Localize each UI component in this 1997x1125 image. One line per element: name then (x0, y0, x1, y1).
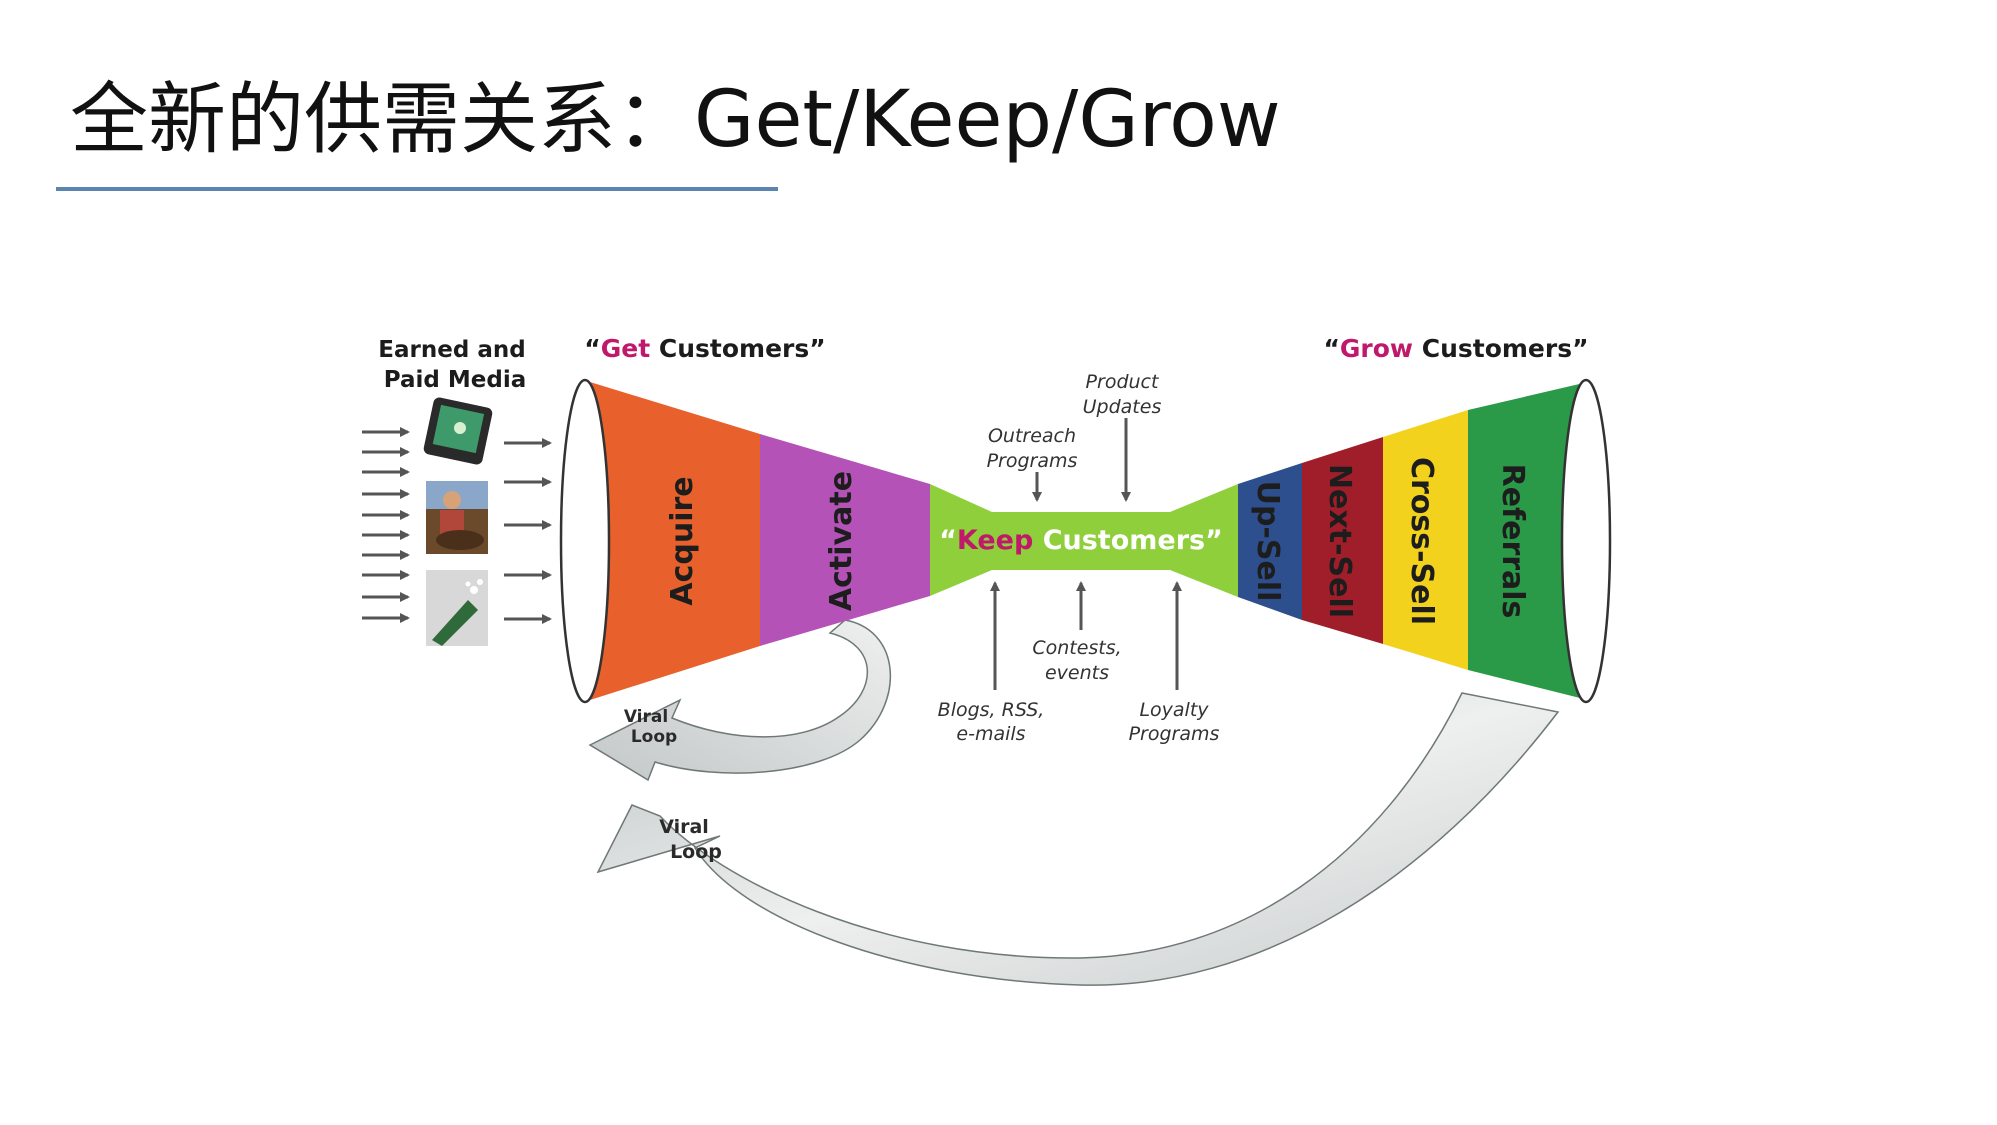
outreach-programs-label-line1: Outreach (988, 425, 1076, 447)
next-sell-segment (1302, 437, 1383, 644)
stage-label-referrals: Referrals (1495, 464, 1530, 619)
keep-customers-label: “Keep Customers” (939, 525, 1223, 556)
outreach-programs-label-line2: Programs (987, 450, 1078, 472)
stage-label-activate: Activate (824, 471, 859, 611)
left-neck-segment (930, 484, 992, 596)
stage-label-up-sell: Up-Sell (1250, 481, 1285, 602)
right-funnel-rim (1560, 378, 1612, 704)
media-input-arrows (362, 427, 410, 623)
activate-segment (760, 434, 930, 646)
keep-customers-tube (990, 512, 1172, 570)
blogs-rss-label-line2: e-mails (956, 723, 1025, 745)
right-neck-segment (1170, 484, 1238, 597)
loyalty-programs-label-line2: Programs (1129, 723, 1220, 745)
title-underline (56, 187, 778, 191)
blogs-rss-label-line1: Blogs, RSS, (938, 699, 1045, 721)
contests-events-label-line2: events (1045, 662, 1109, 684)
get-customers-header: “Get Customers” (584, 334, 825, 363)
cowboy-photo-icon (426, 481, 488, 554)
viral-loop-large-label-line2: Loop (670, 841, 722, 863)
stage-label-next-sell: Next-Sell (1322, 464, 1357, 618)
viral-loop-small-arrow (588, 619, 892, 782)
acquire-segment (590, 382, 760, 700)
up-sell-segment (1238, 463, 1302, 620)
page-title: 全新的供需关系：Get/Keep/Grow (70, 75, 1281, 165)
viral-loop-small-label-line1: Viral (624, 707, 668, 727)
media-to-funnel-arrows (504, 438, 552, 624)
grow-customers-header: “Grow Customers” (1323, 334, 1588, 363)
viral-loop-large-label-line1: Viral (659, 816, 709, 838)
stage-label-cross-sell: Cross-Sell (1404, 457, 1439, 625)
cross-sell-segment (1383, 410, 1468, 670)
left-funnel-rim (559, 378, 611, 704)
product-updates-label-line2: Updates (1083, 396, 1162, 418)
contests-events-label-line1: Contests, (1032, 637, 1121, 659)
champagne-photo-icon (426, 570, 488, 646)
viral-loop-small-label-line2: Loop (631, 727, 677, 747)
viral-loop-large-arrow (596, 692, 1560, 986)
stage-label-acquire: Acquire (665, 476, 700, 605)
referrals-segment (1468, 382, 1588, 700)
product-updates-label-line1: Product (1086, 371, 1160, 393)
earned-paid-media-label-line1: Earned and (378, 337, 525, 363)
loyalty-programs-label-line1: Loyalty (1139, 699, 1209, 721)
earned-paid-media-label-line2: Paid Media (384, 367, 526, 393)
phone-media-icon (423, 397, 493, 465)
